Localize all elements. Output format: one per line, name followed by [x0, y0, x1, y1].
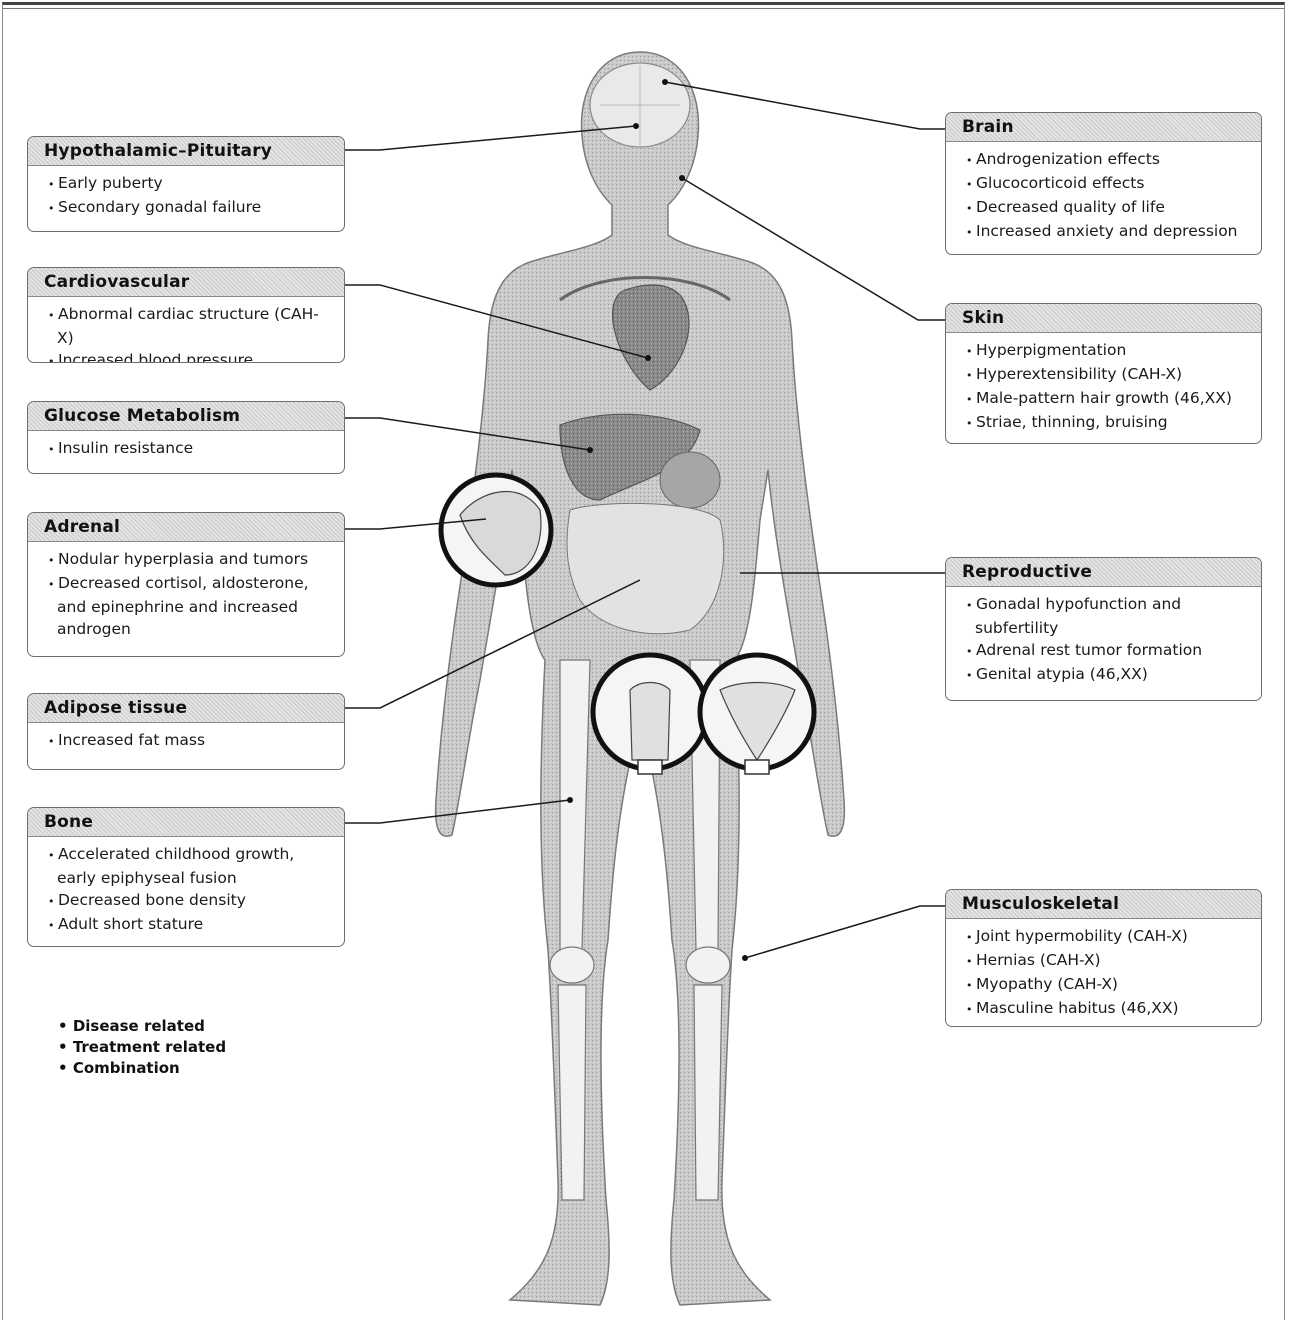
- list-item: Increased fat mass: [48, 729, 334, 753]
- list-item: Insulin resistance: [48, 437, 334, 461]
- legend-item-disease: Disease related: [58, 1016, 226, 1037]
- list-item: Androgenization effects: [966, 148, 1251, 172]
- list-item: Masculine habitus (46,XX): [966, 997, 1251, 1021]
- legend-item-treatment: Treatment related: [58, 1037, 226, 1058]
- musculoskeletal-panel: Musculoskeletal Joint hypermobility (CAH…: [945, 889, 1262, 1027]
- brain-panel: Brain Androgenization effects Glucocorti…: [945, 112, 1262, 255]
- panel-title: Reproductive: [946, 558, 1261, 587]
- reproductive-panel: Reproductive Gonadal hypofunction and su…: [945, 557, 1262, 701]
- list-item: Glucocorticoid effects: [966, 172, 1251, 196]
- adrenal-inset: [441, 475, 551, 585]
- list-item: Adult short stature: [48, 913, 334, 937]
- skin-panel: Skin Hyperpigmentation Hyperextensibilit…: [945, 303, 1262, 444]
- panel-title: Adrenal: [28, 513, 344, 542]
- list-item: Male-pattern hair growth (46,XX): [966, 387, 1251, 411]
- list-item: Abnormal cardiac structure (CAH-X): [48, 303, 334, 349]
- panel-title: Glucose Metabolism: [28, 402, 344, 431]
- list-item: Gonadal hypofunction and subfertility: [966, 593, 1251, 639]
- adrenal-panel: Adrenal Nodular hyperplasia and tumors D…: [27, 512, 345, 657]
- list-item: Nodular hyperplasia and tumors: [48, 548, 334, 572]
- legend-item-combination: Combination: [58, 1058, 226, 1079]
- glucose-metabolism-panel: Glucose Metabolism Insulin resistance: [27, 401, 345, 474]
- list-item: Adrenal rest tumor formation: [966, 639, 1251, 663]
- list-item: Early puberty: [48, 172, 334, 196]
- legend: Disease related Treatment related Combin…: [58, 1016, 226, 1079]
- list-item: Hyperpigmentation: [966, 339, 1251, 363]
- list-item: Hyperextensibility (CAH-X): [966, 363, 1251, 387]
- list-item: Decreased bone density: [48, 889, 334, 913]
- list-item: Decreased quality of life: [966, 196, 1251, 220]
- list-item: Decreased cortisol, aldosterone, and epi…: [48, 572, 334, 640]
- adipose-tissue-panel: Adipose tissue Increased fat mass: [27, 693, 345, 770]
- list-item: Joint hypermobility (CAH-X): [966, 925, 1251, 949]
- panel-title: Brain: [946, 113, 1261, 142]
- cardiovascular-panel: Cardiovascular Abnormal cardiac structur…: [27, 267, 345, 363]
- list-item: Accelerated childhood growth, early epip…: [48, 843, 334, 889]
- list-item: Secondary gonadal failure: [48, 196, 334, 220]
- panel-title: Skin: [946, 304, 1261, 333]
- bone-panel: Bone Accelerated childhood growth, early…: [27, 807, 345, 947]
- panel-title: Cardiovascular: [28, 268, 344, 297]
- list-item: Increased anxiety and depression: [966, 220, 1251, 244]
- panel-title: Hypothalamic–Pituitary: [28, 137, 344, 166]
- list-item: Striae, thinning, bruising: [966, 411, 1251, 435]
- panel-title: Bone: [28, 808, 344, 837]
- list-item: Myopathy (CAH-X): [966, 973, 1251, 997]
- panel-title: Musculoskeletal: [946, 890, 1261, 919]
- list-item: Genital atypia (46,XX): [966, 663, 1251, 687]
- panel-title: Adipose tissue: [28, 694, 344, 723]
- list-item: Hernias (CAH-X): [966, 949, 1251, 973]
- hypothalamic-pituitary-panel: Hypothalamic–Pituitary Early puberty Sec…: [27, 136, 345, 232]
- list-item: Increased blood pressure: [48, 349, 334, 363]
